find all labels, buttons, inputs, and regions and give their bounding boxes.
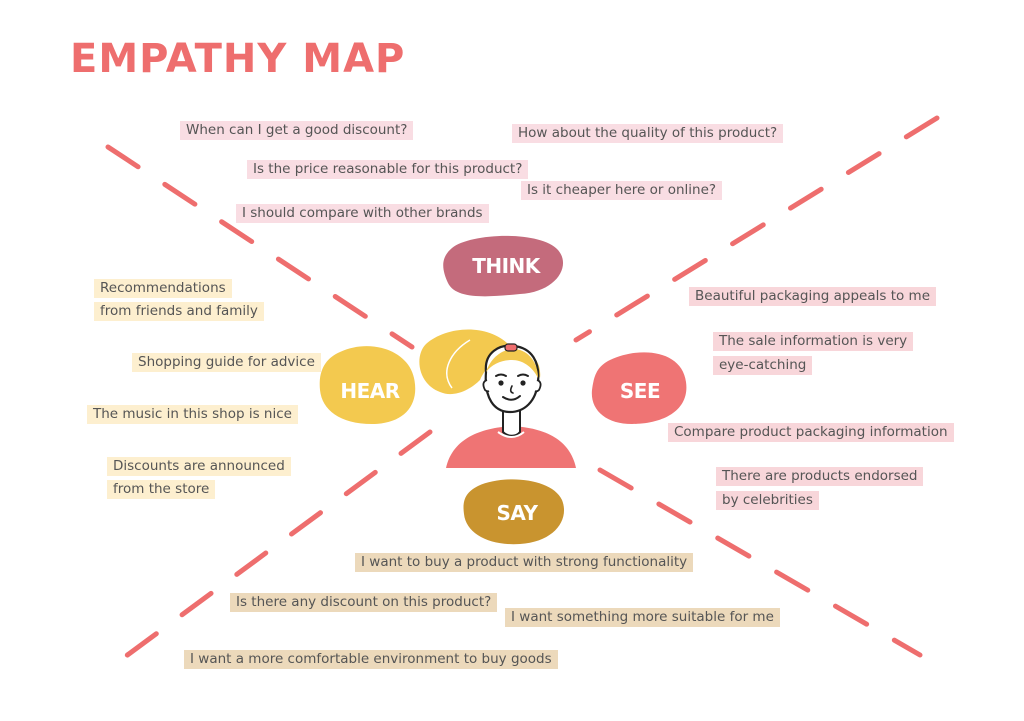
think-note: Is the price reasonable for this product… [247, 160, 529, 179]
shirt-collar [497, 431, 525, 438]
person-neck [502, 407, 521, 437]
person-nose [509, 385, 514, 394]
person-mouth [502, 395, 521, 401]
think-note: I should compare with other brands [236, 204, 489, 223]
person-hair [419, 329, 541, 395]
hear-note: Shopping guide for advice [132, 353, 321, 372]
dashed-divider-lines [100, 115, 940, 676]
say-blob: SAY [463, 479, 565, 545]
hear-note: Recommendations [94, 279, 232, 298]
see-note: The sale information is very [713, 332, 914, 351]
person-eye-left [498, 380, 504, 386]
hear-note: from friends and family [94, 302, 264, 321]
person-brow-right [517, 373, 529, 377]
see-note: Beautiful packaging appeals to me [689, 287, 937, 306]
hair-strand [446, 339, 471, 389]
hear-note: Discounts are announced [107, 457, 291, 476]
person-brow-left [495, 373, 507, 377]
person-fringe [486, 348, 538, 378]
dashed-line-bottom-left [100, 429, 433, 676]
person-ear-left [482, 379, 490, 393]
see-note: There are products endorsed [716, 467, 924, 486]
say-label: SAY [497, 501, 539, 525]
hair-tie [504, 343, 518, 352]
person-ear-right [534, 379, 542, 393]
see-note: Compare product packaging information [668, 423, 954, 442]
think-note: Is it cheaper here or online? [521, 181, 723, 200]
see-note: eye-catching [713, 356, 813, 375]
dashed-line-top-right [573, 115, 940, 343]
hear-label: HEAR [340, 379, 399, 403]
say-note: I want to buy a product with strong func… [355, 553, 694, 572]
see-note: by celebrities [716, 491, 819, 510]
person-shirt [446, 426, 576, 468]
person-illustration [419, 329, 576, 468]
hear-note: from the store [107, 480, 216, 499]
say-note: I want something more suitable for me [505, 608, 780, 627]
hear-blob: HEAR [319, 346, 416, 424]
page-title: EMPATHY MAP [70, 36, 406, 82]
say-note: I want a more comfortable environment to… [184, 650, 558, 669]
dashed-line-bottom-right [597, 467, 923, 658]
say-note: Is there any discount on this product? [230, 593, 498, 612]
dashed-line-top-left [105, 144, 415, 350]
think-note: When can I get a good discount? [180, 121, 414, 140]
person-eye-right [520, 380, 526, 386]
think-blob: THINK [443, 235, 564, 297]
see-label: SEE [620, 379, 660, 403]
hear-note: The music in this shop is nice [87, 405, 298, 424]
think-note: How about the quality of this product? [512, 124, 784, 143]
see-blob: SEE [591, 352, 687, 424]
think-label: THINK [472, 254, 542, 278]
